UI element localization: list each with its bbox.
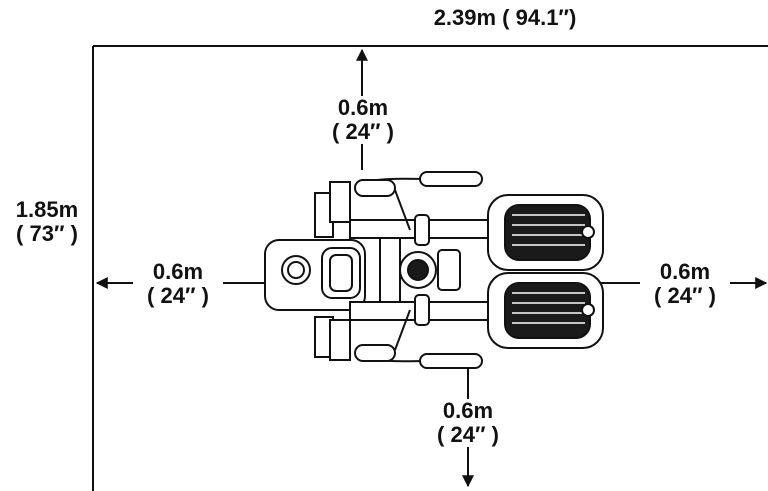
front-clearance-metric: 0.6m [337, 95, 389, 120]
front-clearance-label: 0.6m ( 24″ ) [318, 96, 408, 144]
total-depth-imperial: ( 73″ ) [16, 221, 78, 246]
back-clearance-imperial: ( 24″ ) [437, 422, 499, 447]
back-clearance-label: 0.6m ( 24″ ) [423, 399, 513, 447]
total-depth-label: 1.85m ( 73″ ) [2, 198, 92, 246]
right-clearance-imperial: ( 24″ ) [654, 283, 716, 308]
total-depth-metric: 1.85m [15, 197, 79, 222]
total-width-label: 2.39m ( 94.1″) [405, 6, 605, 30]
left-clearance-imperial: ( 24″ ) [147, 283, 209, 308]
back-clearance-metric: 0.6m [442, 398, 494, 423]
right-clearance-metric: 0.6m [659, 259, 711, 284]
total-width-text: 2.39m ( 94.1″) [433, 5, 577, 30]
space-boundary [92, 45, 768, 491]
front-clearance-imperial: ( 24″ ) [332, 119, 394, 144]
left-clearance-label: 0.6m ( 24″ ) [133, 260, 223, 308]
elliptical-machine-topview-icon [264, 171, 604, 369]
right-clearance-label: 0.6m ( 24″ ) [640, 260, 730, 308]
left-clearance-metric: 0.6m [152, 259, 204, 284]
